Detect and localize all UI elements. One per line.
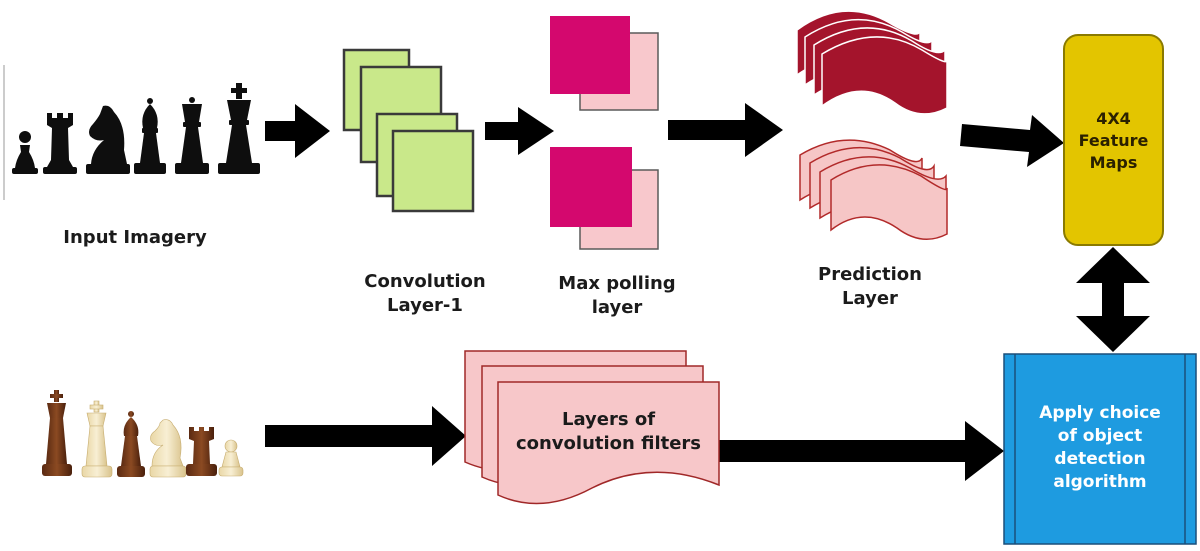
rook-icon (43, 113, 77, 174)
bishop-icon (117, 411, 145, 477)
king-icon (218, 83, 260, 174)
convolution-filters-stack (464, 350, 720, 505)
detection-algorithm-box (1003, 353, 1197, 545)
max-pooling-layer (550, 16, 659, 250)
conv-filters-label: Layers of convolution filters (515, 409, 702, 454)
arrow-input-to-conv (265, 104, 330, 158)
convolution-layer-label: Convolution Layer-1 (364, 271, 486, 316)
knight-icon (149, 419, 187, 478)
king-icon (81, 400, 113, 478)
rook-icon (186, 427, 217, 476)
prediction-layer (796, 10, 948, 240)
bishop-icon (134, 98, 166, 174)
arrow-prediction-to-feature (960, 115, 1064, 167)
bottom-input-pieces (42, 390, 244, 478)
pawn-icon (218, 439, 244, 477)
prediction-light-wave (799, 139, 948, 240)
input-imagery-label: Input Imagery (63, 227, 207, 248)
conv-square (391, 129, 475, 213)
prediction-layer-label: Prediction Layer (818, 264, 922, 309)
feature-maps-label: 4X4 Feature Maps (1078, 109, 1149, 172)
queen-icon (175, 97, 209, 174)
input-imagery-pieces (12, 83, 260, 174)
arrow-filters-to-detection (718, 421, 1004, 481)
max-pooling-label: Max polling layer (558, 273, 676, 318)
arrow-bottom-to-filters (265, 406, 466, 466)
arrows (265, 103, 1150, 481)
maxpool-front-square (550, 16, 630, 94)
arrow-conv-to-maxpool (485, 107, 554, 155)
feature-maps-box (1063, 34, 1164, 246)
arrow-maxpool-to-prediction (668, 103, 783, 157)
knight-icon (86, 105, 130, 174)
detection-algorithm-label: Apply choice of object detection algorit… (1039, 403, 1161, 492)
pawn-icon (12, 131, 38, 174)
prediction-dark-wave (796, 10, 948, 115)
convolution-layer-stack (342, 48, 475, 213)
filter-sheet (497, 381, 720, 505)
arrow-feature-detection-bidirectional (1076, 247, 1150, 352)
king-icon (42, 390, 72, 476)
maxpool-front-square (550, 147, 632, 227)
